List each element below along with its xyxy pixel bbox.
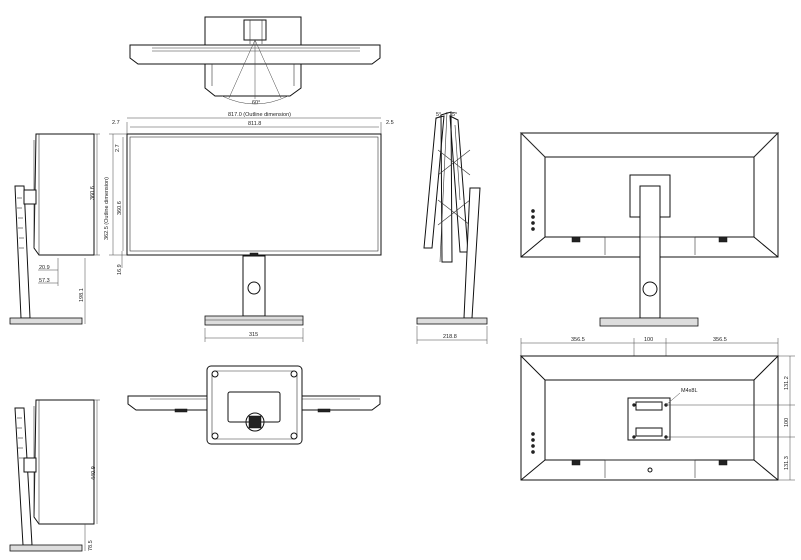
side-pivot-view: 440.9 78.5 xyxy=(9,399,100,552)
side-dim-a-label: 20.9 xyxy=(39,265,50,271)
stand-height-marks xyxy=(17,197,24,249)
right-bezel-label: 2.5 xyxy=(386,120,394,126)
vesa-right-label: 356.5 xyxy=(713,337,727,343)
pivot-height-label: 440.9 xyxy=(91,466,97,480)
vesa-bottom-label: 131.3 xyxy=(784,456,790,470)
stand-height-label: 198.1 xyxy=(79,288,85,302)
side-dim-b-label: 57.3 xyxy=(39,278,50,284)
base-depth-label: 218.8 xyxy=(443,334,457,340)
outline-width-label: 817.0 (Outline dimension) xyxy=(228,112,291,118)
outline-height-label: 362.5 (Outline dimension) xyxy=(104,177,110,240)
back-view xyxy=(519,132,780,327)
base-width-label: 315 xyxy=(249,332,258,338)
pivot-height-marks xyxy=(17,417,24,459)
top-view: 60° xyxy=(129,16,381,106)
left-bezel-label: 2.7 xyxy=(112,120,120,126)
panel-width-label: 811.8 xyxy=(248,121,261,127)
front-view: 817.0 (Outline dimension) 811.8 2.7 2.5 … xyxy=(104,112,394,342)
side-height-label: 360.6 xyxy=(90,186,96,200)
side-left-view: 360.6 20.9 57.3 198.1 xyxy=(9,133,100,325)
vesa-back-view: 356.5 100 356.5 M4x8L 131.2 1 xyxy=(519,337,795,481)
bottom-view xyxy=(127,365,381,445)
panel-height-label: 360.6 xyxy=(117,201,123,215)
bottom-bezel-label: 16.9 xyxy=(117,264,123,275)
swivel-angle-label: 60° xyxy=(252,100,260,106)
tilt-forward-label: 5° xyxy=(436,112,441,118)
top-bezel-label: 2.7 xyxy=(115,144,121,152)
tilt-back-label: 15° xyxy=(449,112,457,118)
vesa-spacing-label: 100 xyxy=(644,337,653,343)
pivot-base-label: 78.5 xyxy=(88,540,94,551)
screw-spec-label: M4x8L xyxy=(681,388,698,394)
vesa-left-label: 356.5 xyxy=(571,337,585,343)
vesa-top-label: 131.2 xyxy=(784,376,790,390)
side-tilt-view: 5° 15° 218.8 xyxy=(416,111,488,344)
vesa-vertical-label: 100 xyxy=(784,418,790,427)
